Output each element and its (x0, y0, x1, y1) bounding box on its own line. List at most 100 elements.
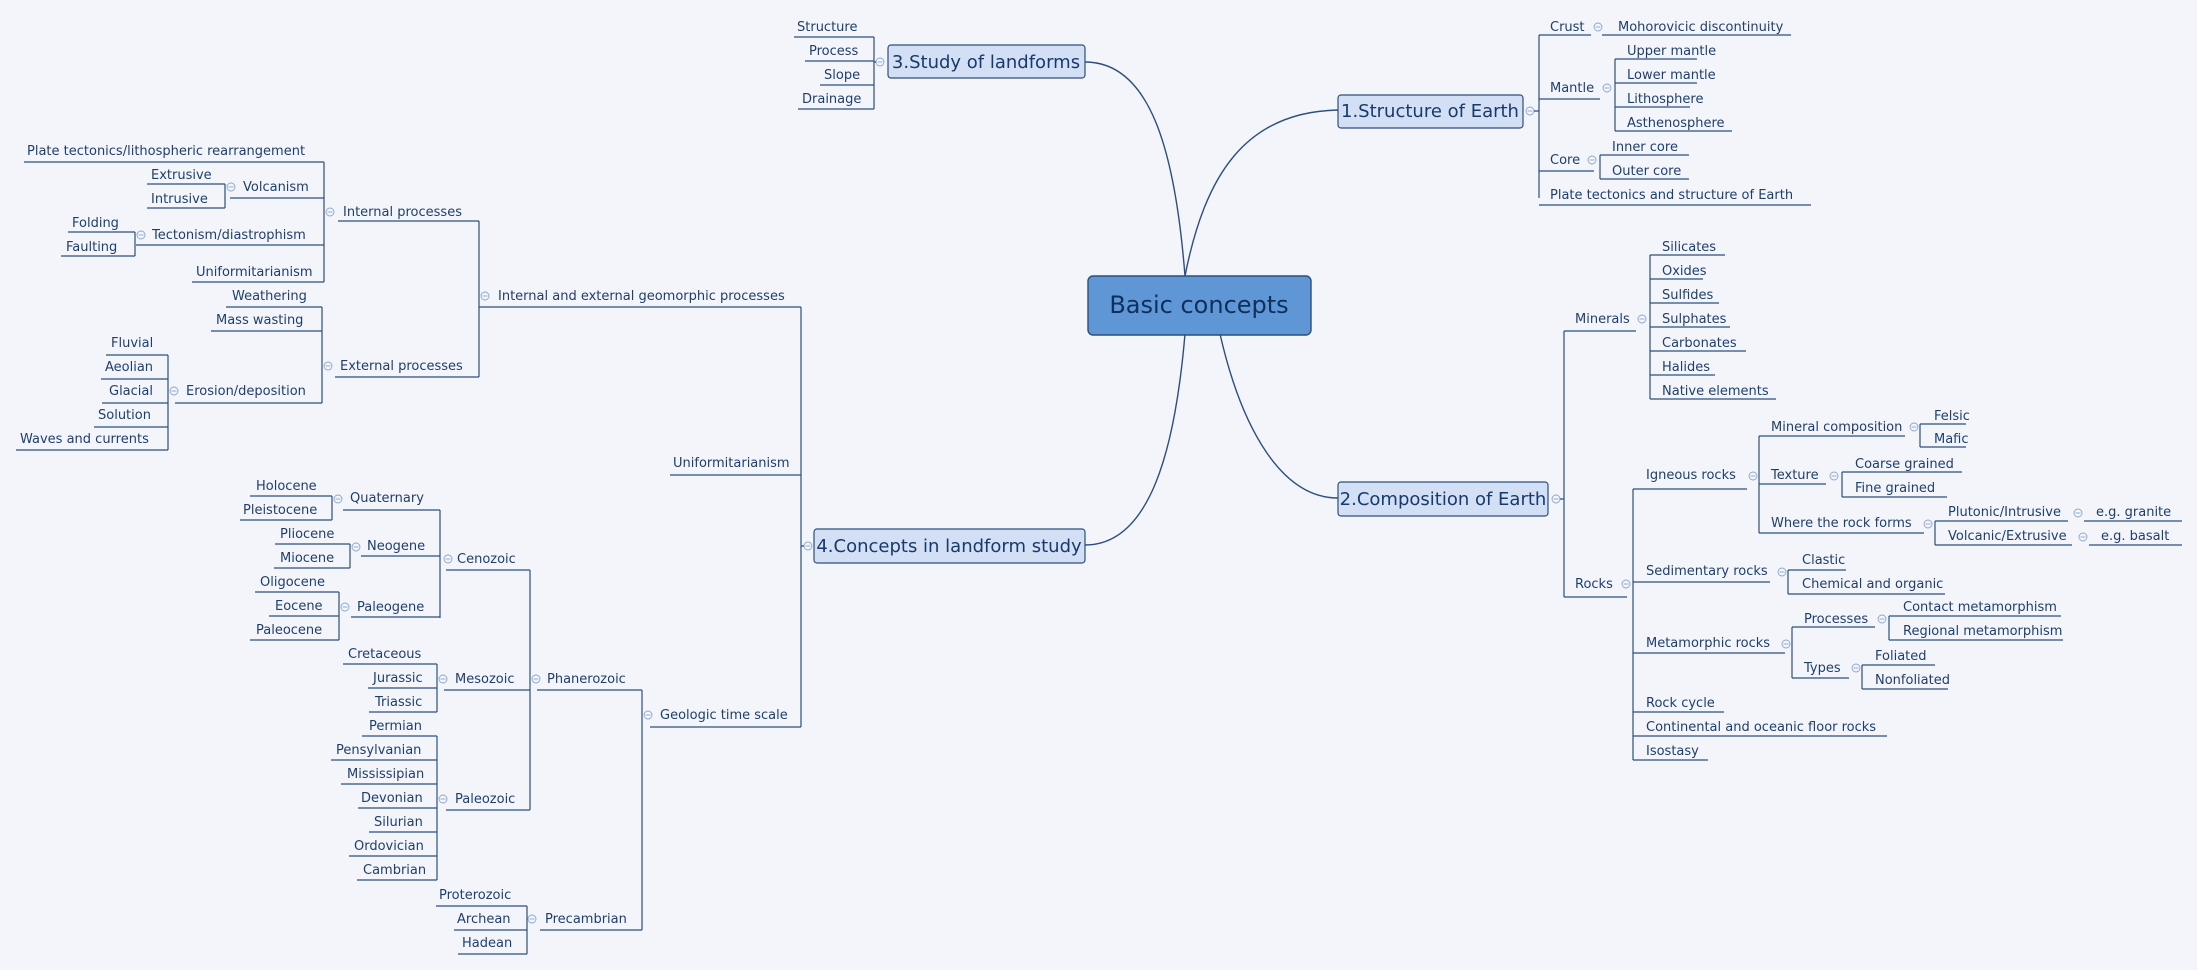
topic-composition-of-earth[interactable]: 2.Composition of Earth (1337, 481, 1549, 517)
node-aeolian[interactable]: Aeolian (105, 360, 153, 375)
node-sedimentary[interactable]: Sedimentary rocks (1646, 564, 1768, 579)
node-pliocene[interactable]: Pliocene (280, 527, 334, 542)
node-oligocene[interactable]: Oligocene (260, 575, 325, 590)
node-extrusive[interactable]: Extrusive (151, 168, 212, 183)
node-texture[interactable]: Texture (1770, 468, 1819, 483)
node-geomorphic-processes[interactable]: Internal and external geomorphic process… (498, 289, 785, 304)
node-isostasy[interactable]: Isostasy (1646, 744, 1699, 759)
node-folding[interactable]: Folding (72, 216, 119, 231)
node-plate-tectonics-lithospheric[interactable]: Plate tectonics/lithospheric rearrangeme… (27, 144, 305, 159)
node-continental-oceanic[interactable]: Continental and oceanic floor rocks (1646, 720, 1876, 735)
node-mineral-composition[interactable]: Mineral composition (1771, 420, 1902, 435)
node-paleogene[interactable]: Paleogene (357, 600, 424, 615)
node-rocks[interactable]: Rocks (1575, 577, 1613, 592)
node-weathering[interactable]: Weathering (232, 289, 307, 304)
node-faulting[interactable]: Faulting (66, 240, 117, 255)
node-mohorovicic[interactable]: Mohorovicic discontinuity (1618, 20, 1784, 35)
node-lower-mantle[interactable]: Lower mantle (1627, 68, 1716, 83)
node-slope[interactable]: Slope (824, 68, 860, 83)
node-outer-core[interactable]: Outer core (1612, 164, 1681, 179)
node-miocene[interactable]: Miocene (280, 551, 334, 566)
node-triassic[interactable]: Triassic (374, 695, 422, 710)
node-paleozoic[interactable]: Paleozoic (455, 792, 515, 807)
node-clastic[interactable]: Clastic (1802, 553, 1845, 568)
node-sulphates[interactable]: Sulphates (1662, 312, 1727, 327)
node-lithosphere[interactable]: Lithosphere (1627, 92, 1703, 107)
node-glacial[interactable]: Glacial (109, 384, 153, 399)
topic-concepts-landform-study[interactable]: 4.Concepts in landform study (813, 528, 1086, 564)
node-structure[interactable]: Structure (797, 20, 857, 35)
collapse-toggle-composition[interactable] (1551, 494, 1561, 504)
node-granite[interactable]: e.g. granite (2096, 505, 2171, 520)
node-cretaceous[interactable]: Cretaceous (348, 647, 422, 662)
node-core[interactable]: Core (1550, 153, 1580, 168)
node-basalt[interactable]: e.g. basalt (2101, 529, 2169, 544)
node-contact-metamorphism[interactable]: Contact metamorphism (1903, 600, 2057, 615)
node-uniformitarianism-inner[interactable]: Uniformitarianism (196, 265, 313, 280)
node-archean[interactable]: Archean (457, 912, 511, 927)
node-precambrian[interactable]: Precambrian (545, 912, 627, 927)
node-holocene[interactable]: Holocene (256, 479, 317, 494)
node-carbonates[interactable]: Carbonates (1662, 336, 1737, 351)
node-tectonism[interactable]: Tectonism/diastrophism (151, 228, 306, 243)
node-proterozoic[interactable]: Proterozoic (439, 888, 511, 903)
node-cenozoic[interactable]: Cenozoic (457, 552, 516, 567)
node-crust[interactable]: Crust (1550, 20, 1585, 35)
node-inner-core[interactable]: Inner core (1612, 140, 1678, 155)
node-nonfoliated[interactable]: Nonfoliated (1875, 673, 1950, 688)
node-eocene[interactable]: Eocene (275, 599, 323, 614)
node-erosion-deposition[interactable]: Erosion/deposition (186, 384, 306, 399)
node-minerals[interactable]: Minerals (1575, 312, 1630, 327)
topic-structure-of-earth[interactable]: 1.Structure of Earth (1337, 94, 1524, 129)
node-igneous[interactable]: Igneous rocks (1646, 468, 1736, 483)
node-fluvial[interactable]: Fluvial (111, 336, 153, 351)
node-silicates[interactable]: Silicates (1662, 240, 1716, 255)
node-paleocene[interactable]: Paleocene (256, 623, 322, 638)
node-intrusive[interactable]: Intrusive (151, 192, 208, 207)
node-mantle[interactable]: Mantle (1550, 81, 1594, 96)
node-native-elements[interactable]: Native elements (1662, 384, 1769, 399)
node-asthenosphere[interactable]: Asthenosphere (1627, 116, 1725, 131)
node-phanerozoic[interactable]: Phanerozoic (547, 672, 626, 687)
node-ordovician[interactable]: Ordovician (354, 839, 424, 854)
node-permian[interactable]: Permian (369, 719, 422, 734)
node-fine-grained[interactable]: Fine grained (1855, 481, 1935, 496)
node-mass-wasting[interactable]: Mass wasting (216, 313, 303, 328)
root-node[interactable]: Basic concepts (1087, 275, 1312, 336)
node-types[interactable]: Types (1803, 661, 1841, 676)
node-processes[interactable]: Processes (1804, 612, 1868, 627)
node-external-processes[interactable]: External processes (340, 359, 463, 374)
node-metamorphic[interactable]: Metamorphic rocks (1646, 636, 1770, 651)
node-oxides[interactable]: Oxides (1662, 264, 1707, 279)
node-silurian[interactable]: Silurian (374, 815, 423, 830)
collapse-toggle-concepts[interactable] (803, 541, 813, 551)
node-neogene[interactable]: Neogene (367, 539, 425, 554)
node-volcanism[interactable]: Volcanism (243, 180, 309, 195)
node-solution[interactable]: Solution (98, 408, 151, 423)
node-cambrian[interactable]: Cambrian (363, 863, 426, 878)
node-where-rock-forms[interactable]: Where the rock forms (1771, 516, 1912, 531)
node-felsic[interactable]: Felsic (1934, 409, 1970, 424)
node-regional-metamorphism[interactable]: Regional metamorphism (1903, 624, 2062, 639)
node-mississipian[interactable]: Mississipian (347, 767, 424, 782)
node-internal-processes[interactable]: Internal processes (343, 205, 462, 220)
collapse-toggle-landforms[interactable] (875, 57, 885, 67)
node-drainage[interactable]: Drainage (802, 92, 861, 107)
node-pensylvanian[interactable]: Pensylvanian (336, 743, 421, 758)
node-devonian[interactable]: Devonian (361, 791, 423, 806)
node-jurassic[interactable]: Jurassic (372, 671, 423, 686)
node-volcanic[interactable]: Volcanic/Extrusive (1948, 529, 2067, 544)
node-waves-currents[interactable]: Waves and currents (20, 432, 149, 447)
node-geologic-time-scale[interactable]: Geologic time scale (660, 708, 788, 723)
node-uniformitarianism[interactable]: Uniformitarianism (673, 456, 790, 471)
node-hadean[interactable]: Hadean (462, 936, 512, 951)
topic-study-of-landforms[interactable]: 3.Study of landforms (887, 44, 1086, 79)
node-sulfides[interactable]: Sulfides (1662, 288, 1714, 303)
node-coarse-grained[interactable]: Coarse grained (1855, 457, 1954, 472)
node-quaternary[interactable]: Quaternary (350, 491, 424, 506)
collapse-toggle-structure[interactable] (1525, 106, 1535, 116)
node-mesozoic[interactable]: Mesozoic (455, 672, 514, 687)
node-mafic[interactable]: Mafic (1934, 432, 1969, 447)
node-foliated[interactable]: Foliated (1875, 649, 1927, 664)
node-process[interactable]: Process (809, 44, 859, 59)
